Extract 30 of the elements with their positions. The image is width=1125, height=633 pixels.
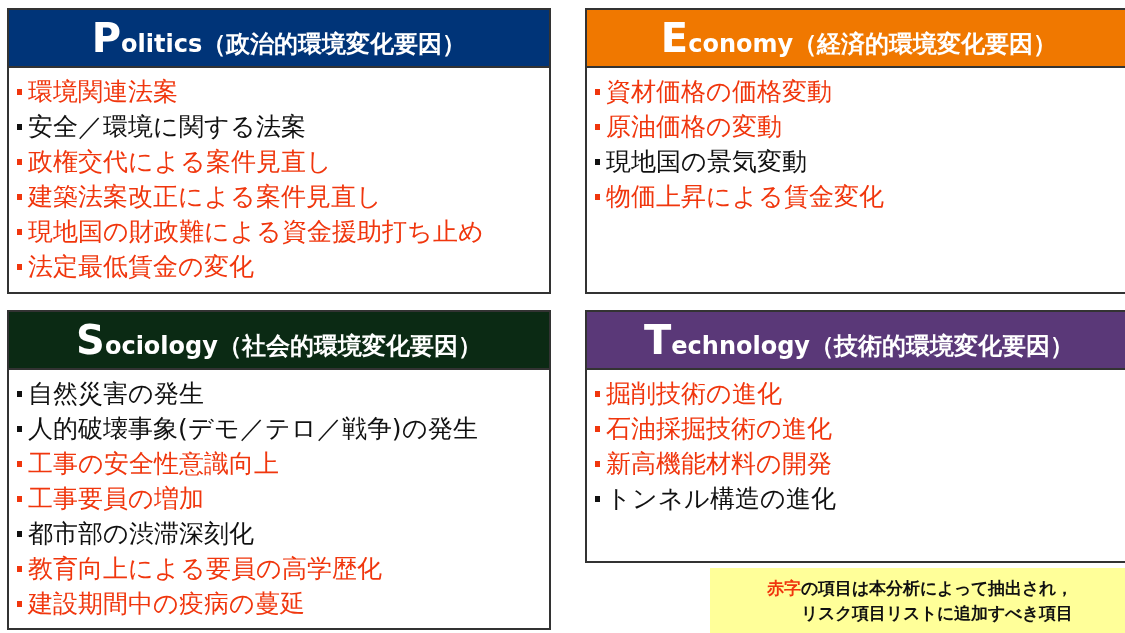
note-box: 赤字の項目は本分析によって抽出され，リスク項目リストに追加すべき項目: [710, 568, 1125, 633]
category-panel: [585, 8, 1125, 294]
category-panel: [7, 310, 551, 630]
list-item: 原油価格の変動: [595, 109, 1123, 144]
list-item: 自然災害の発生: [17, 376, 541, 411]
list-item: 工事要員の増加: [17, 481, 541, 516]
list-item: 建築法案改正による案件見直し: [17, 179, 541, 214]
list-item: 掘削技術の進化: [595, 376, 1123, 411]
list-item: 都市部の渋滞深刻化: [17, 516, 541, 551]
list-item: 建設期間中の疫病の蔓延: [17, 586, 541, 621]
list-item: 環境関連法案: [17, 74, 541, 109]
list-item: 石油採掘技術の進化: [595, 411, 1123, 446]
list-item: 現地国の財政難による資金援助打ち止め: [17, 214, 541, 249]
list-item: 現地国の景気変動: [595, 144, 1123, 179]
list-item: トンネル構造の進化: [595, 481, 1123, 516]
list-item: 物価上昇による賃金変化: [595, 179, 1123, 214]
category-panel: [7, 8, 551, 294]
list-item: 新高機能材料の開発: [595, 446, 1123, 481]
list-item: 資材価格の価格変動: [595, 74, 1123, 109]
list-item: 政権交代による案件見直し: [17, 144, 541, 179]
list-item: 人的破壊事象(デモ／テロ／戦争)の発生: [17, 411, 541, 446]
panel-heading: Sociology（社会的環境変化要因）: [9, 312, 549, 370]
list-item: 法定最低賃金の変化: [17, 249, 541, 284]
list-item: 安全／環境に関する法案: [17, 109, 541, 144]
panel-heading: Economy（経済的環境変化要因）: [587, 10, 1125, 68]
list-item: 教育向上による要員の高学歴化: [17, 551, 541, 586]
panel-heading: Technology（技術的環境変化要因）: [587, 312, 1125, 370]
list-item: 工事の安全性意識向上: [17, 446, 541, 481]
panel-heading: Politics（政治的環境変化要因）: [9, 10, 549, 68]
category-panel: [585, 310, 1125, 563]
